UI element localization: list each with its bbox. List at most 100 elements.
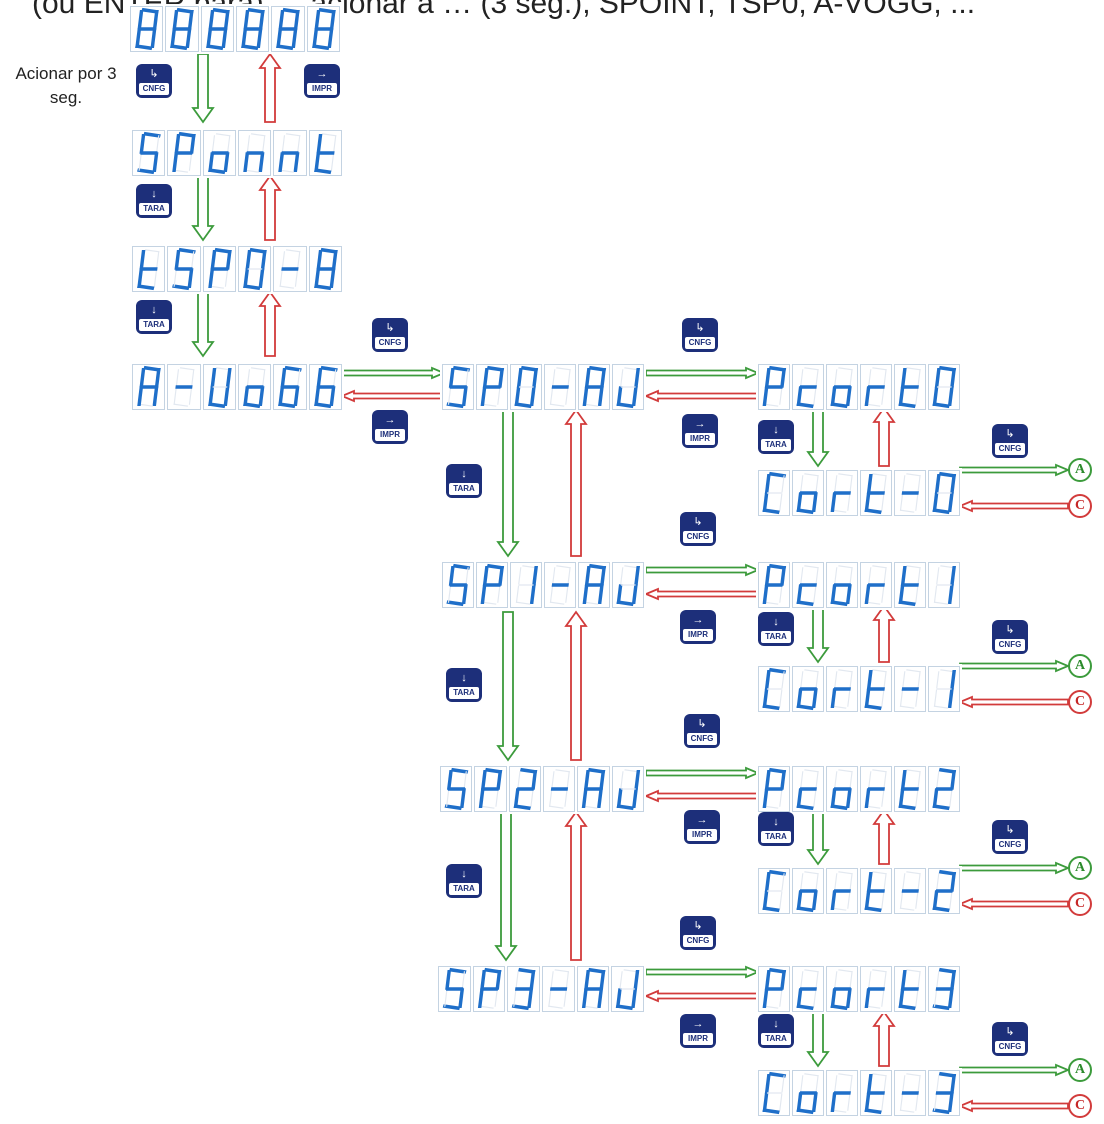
cnfg-key[interactable]: ↳CNFG <box>682 318 718 352</box>
impr-key[interactable]: →IMPR <box>372 410 408 444</box>
impr-key[interactable]: → IMPR <box>682 414 718 448</box>
key-label: CNFG <box>683 531 713 543</box>
segment-digit <box>826 364 858 410</box>
segment-digit <box>894 766 926 812</box>
segment-digit <box>928 562 960 608</box>
key-label: TARA <box>761 831 791 843</box>
cnfg-key[interactable]: ↳CNFG <box>680 916 716 950</box>
key-label: CNFG <box>995 443 1025 455</box>
key-label: IMPR <box>683 1033 713 1045</box>
segment-digit <box>472 966 506 1012</box>
impr-key[interactable]: → IMPR <box>680 1014 716 1048</box>
display-sp0 <box>440 362 646 412</box>
display-cort3 <box>756 1068 962 1118</box>
display-sp2 <box>438 764 646 814</box>
segment-digit <box>237 130 272 176</box>
enter-arrow-icon: ↳ <box>1005 428 1015 440</box>
display-cort0 <box>756 468 962 518</box>
cnfg-key[interactable]: ↳ CNFG <box>992 424 1028 458</box>
segment-digit <box>510 364 542 410</box>
tara-key[interactable]: ↓TARA <box>446 864 482 898</box>
key-label: TARA <box>449 883 479 895</box>
segment-digit <box>860 562 892 608</box>
tara-key[interactable]: ↓TARA <box>758 420 794 454</box>
arrow-down <box>806 605 830 664</box>
key-label: TARA <box>139 203 169 215</box>
right-arrow-icon: → <box>694 418 706 430</box>
segment-digit <box>860 364 892 410</box>
segment-digit <box>578 364 610 410</box>
segment-digit <box>542 766 576 812</box>
cnfg-key[interactable]: ↳CNFG <box>684 714 720 748</box>
badge-c-label: C <box>1074 498 1086 513</box>
cnfg-key[interactable]: ↳CNFG <box>372 318 408 352</box>
arrow-right <box>959 659 1071 673</box>
key-label: CNFG <box>139 83 169 95</box>
arrow-down <box>191 291 215 358</box>
segment-digit <box>928 1070 960 1116</box>
key-label: IMPR <box>685 433 715 445</box>
tara-key[interactable]: ↓TARA <box>136 184 172 218</box>
key-label: CNFG <box>685 337 715 349</box>
cnfg-key[interactable]: ↳CNFG <box>992 1022 1028 1056</box>
display-all-segments <box>128 4 342 54</box>
key-label: TARA <box>761 631 791 643</box>
arrow-up <box>872 808 896 865</box>
cnfg-key[interactable]: ↳CNFG <box>992 820 1028 854</box>
tara-key[interactable]: ↓TARA <box>758 812 794 846</box>
segment-digit <box>165 6 199 52</box>
segment-digit <box>860 966 892 1012</box>
right-arrow-icon: → <box>692 1018 704 1030</box>
arrow-left <box>339 389 445 403</box>
segment-digit <box>130 6 164 52</box>
segment-digit <box>792 766 824 812</box>
segment-digit <box>271 6 305 52</box>
arrow-up <box>258 52 282 123</box>
segment-digit <box>273 246 307 292</box>
display-cort2 <box>756 866 962 916</box>
segment-digit <box>132 130 166 176</box>
enter-arrow-icon: ↳ <box>1005 624 1015 636</box>
arrow-up <box>564 610 588 761</box>
impr-key[interactable]: →IMPR <box>680 610 716 644</box>
segment-digit <box>202 364 236 410</box>
tara-key[interactable]: ↓TARA <box>758 1014 794 1048</box>
impr-key[interactable]: →IMPR <box>304 64 340 98</box>
tara-key[interactable]: ↓TARA <box>136 300 172 334</box>
badge-a: A <box>1068 856 1092 880</box>
segment-digit <box>611 966 645 1012</box>
segment-digit <box>826 470 858 516</box>
segment-digit <box>578 562 610 608</box>
badge-a-label: A <box>1074 462 1086 477</box>
cnfg-key[interactable]: ↳CNFG <box>136 64 172 98</box>
key-label: CNFG <box>995 639 1025 651</box>
tara-key[interactable]: ↓TARA <box>446 464 482 498</box>
key-label: IMPR <box>683 629 713 641</box>
enter-arrow-icon: ↳ <box>697 718 707 730</box>
segment-digit <box>758 966 790 1012</box>
arrow-down <box>494 811 518 962</box>
segment-digit <box>860 766 892 812</box>
segment-digit <box>826 562 858 608</box>
segment-digit <box>894 666 926 712</box>
arrow-left <box>643 389 759 403</box>
segment-digit <box>306 6 340 52</box>
segment-digit <box>474 766 507 812</box>
segment-digit <box>792 364 824 410</box>
tara-key[interactable]: ↓TARA <box>446 668 482 702</box>
segment-digit <box>928 364 960 410</box>
segment-digit <box>826 868 858 914</box>
key-label: IMPR <box>687 829 717 841</box>
segment-digit <box>928 766 960 812</box>
segment-digit <box>894 364 926 410</box>
cnfg-key[interactable]: ↳ CNFG <box>992 620 1028 654</box>
cnfg-key[interactable]: ↳CNFG <box>680 512 716 546</box>
segment-digit <box>476 562 508 608</box>
arrow-up <box>258 290 282 357</box>
impr-key[interactable]: →IMPR <box>684 810 720 844</box>
badge-c: C <box>1068 690 1092 714</box>
segment-digit <box>508 766 541 812</box>
tara-key[interactable]: ↓TARA <box>758 612 794 646</box>
key-label: CNFG <box>995 1041 1025 1053</box>
